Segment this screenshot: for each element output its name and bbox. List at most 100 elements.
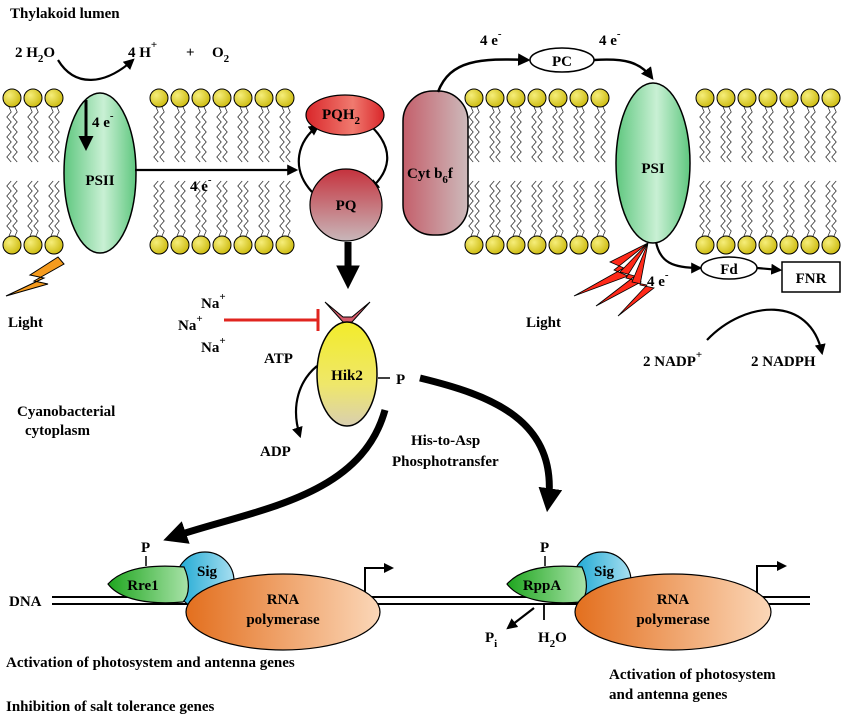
protons-label: 4 H+ [128,39,157,61]
lipid-tail [285,106,291,163]
lipid-head [821,88,841,108]
lipid-tail [831,106,837,163]
lipid-tail [180,180,186,237]
lipid-tail [789,180,795,237]
lipid-head [716,235,736,255]
lipid-head [254,88,274,108]
lipid-head [2,88,22,108]
water-splitting-arrow [57,58,135,81]
lipid-tail [510,106,516,163]
pq-electron-label: 4 e- [190,174,212,195]
lipid-tail [180,106,186,163]
transcription-start-arrow-right [756,561,787,597]
psii-electron-label: 4 e- [92,110,114,131]
rre1-phosphate-label: P [141,540,150,556]
hik2-phosphate-label: P [396,372,405,388]
lipid-head [485,88,505,108]
rre1-regulator [107,565,189,604]
plastocyanin-label: PC [552,54,572,70]
atp-label: ATP [264,351,293,367]
activation-genes-right-label-line1: Activation of photosystem [609,667,776,683]
lipid-tail [48,180,54,237]
dna-label: DNA [9,594,42,610]
lipid-tail [54,180,60,237]
lipid-head [44,235,64,255]
lipid-tail [264,180,270,237]
adp-label: ADP [260,444,291,460]
pc-psi-electron-label: 4 e- [599,28,621,49]
lipid-tail [495,180,501,237]
lipid-tail [222,106,228,163]
lipid-tail [237,106,243,163]
fnr-enzyme [781,261,841,293]
sodium-ion-1: Na+ [201,291,226,312]
sodium-ion-3: Na+ [201,335,226,356]
lipid-head [695,88,715,108]
psi-label: PSI [641,161,665,177]
psii-label: PSII [85,173,114,189]
pq-cycle-arrow-right [368,126,389,191]
lipid-head [149,88,169,108]
inorganic-phosphate-label: Pi [485,630,497,650]
lipid-tail [762,180,768,237]
lipid-tail [594,106,600,163]
lipid-tail [279,180,285,237]
phosphotransfer-arrow-right [419,374,563,513]
water-hydrolysis-label: H2O [538,630,567,650]
lipid-tail [174,180,180,237]
psi-fd-electron-label: 4 e- [647,269,669,290]
lipid-tail [48,106,54,163]
lipid-head [275,88,295,108]
lipid-head [695,235,715,255]
atp-to-adp-arrow [292,365,318,439]
activation-genes-right-label-line2: and antenna genes [609,687,728,703]
lipid-tail [279,106,285,163]
lipid-head [779,88,799,108]
lipid-tail [537,180,543,237]
lipid-tail [741,106,747,163]
lipid-tail [237,180,243,237]
lipid-head [758,88,778,108]
lipid-tail [216,106,222,163]
lipid-tail [285,180,291,237]
light-flash-right-icon [573,242,655,317]
lipid-tail [258,106,264,163]
lipid-tail [573,106,579,163]
lipid-tail [705,180,711,237]
lipid-head [821,235,841,255]
lipid-tail [216,180,222,237]
lipid-head [191,235,211,255]
hik2-sensor-domain [324,301,371,323]
lipid-tail [33,106,39,163]
psii-complex [63,92,137,254]
lipid-tail [243,180,249,237]
lipid-tail [825,180,831,237]
oxygen-label: O2 [212,45,230,65]
sodium-ion-2: Na+ [178,313,203,334]
rre1-label: Rre1 [127,578,158,594]
cytochrome-b6f-complex [402,90,469,236]
lipid-head [485,235,505,255]
lipid-head [464,88,484,108]
lipid-tail [810,180,816,237]
lipid-tail [768,180,774,237]
rppa-regulator [506,565,587,604]
lipid-head [23,235,43,255]
lipid-tail [558,106,564,163]
lipid-tail [747,180,753,237]
lipid-tail [741,180,747,237]
lipid-tail [726,180,732,237]
nadp-label: 2 NADP+ [643,349,702,370]
lipid-tail [594,180,600,237]
fnr-label: FNR [796,271,827,287]
lipid-tail [579,106,585,163]
water-label: 2 H2O [15,45,55,65]
rppa-label: RppA [523,578,562,594]
lipid-tail [810,106,816,163]
lipid-head [233,88,253,108]
lipid-tail [264,106,270,163]
transcription-start-arrow-left [364,563,394,597]
lipid-tail [243,106,249,163]
lipid-tail [516,180,522,237]
lipid-tail [558,180,564,237]
